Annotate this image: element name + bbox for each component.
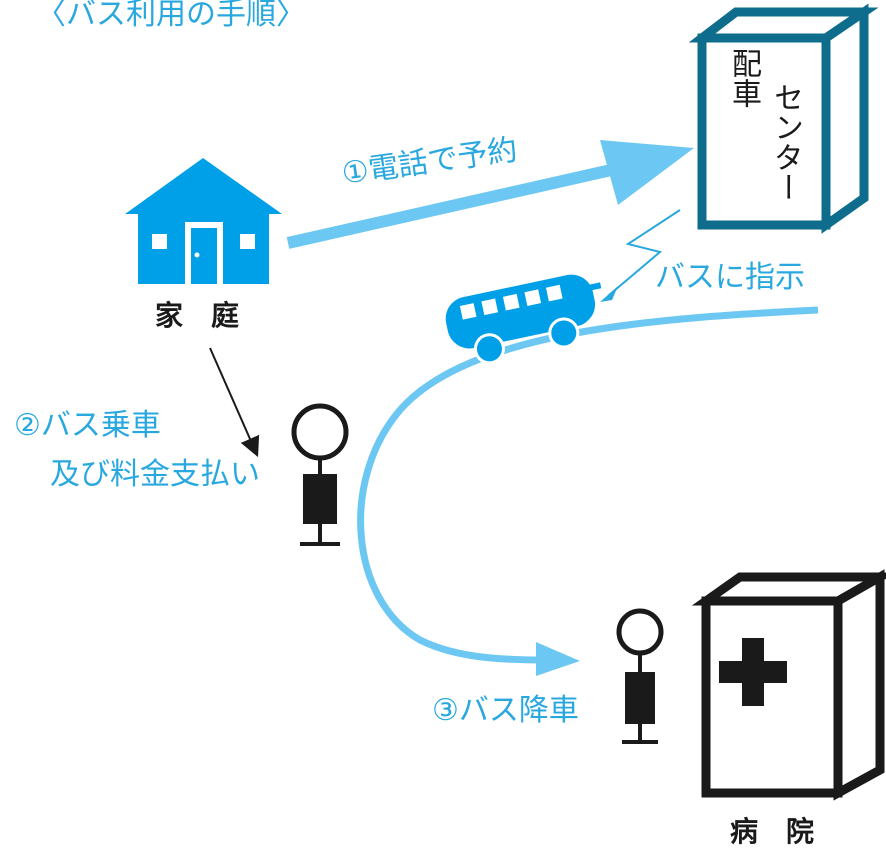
dispatch-center-building-icon [688, 3, 879, 234]
reservation-arrow [286, 140, 694, 249]
step2-label-line2: 及び料金支払い [50, 457, 260, 492]
bus-route-arrow [357, 306, 819, 676]
step2-label-line1: ②バス乗車 [14, 408, 161, 443]
hospital-building-icon [691, 569, 886, 801]
step3-label: ③バス降車 [432, 693, 579, 728]
bus-icon [445, 274, 602, 365]
cross-icon [719, 638, 787, 706]
center-label-line1: 配車 [726, 48, 761, 108]
house-icon [125, 158, 282, 284]
person-icon [291, 403, 349, 546]
home-label: 家 庭 [155, 299, 240, 332]
hospital-label: 病 院 [730, 815, 815, 848]
page-title: 〈バス利用の手順〉 [36, 0, 306, 32]
dispatch-label: バスに指示 [655, 260, 805, 295]
lightning-icon [600, 209, 681, 302]
person-icon [616, 608, 664, 744]
center-label-line2: センター [768, 82, 803, 202]
boarding-arrow [209, 347, 260, 458]
